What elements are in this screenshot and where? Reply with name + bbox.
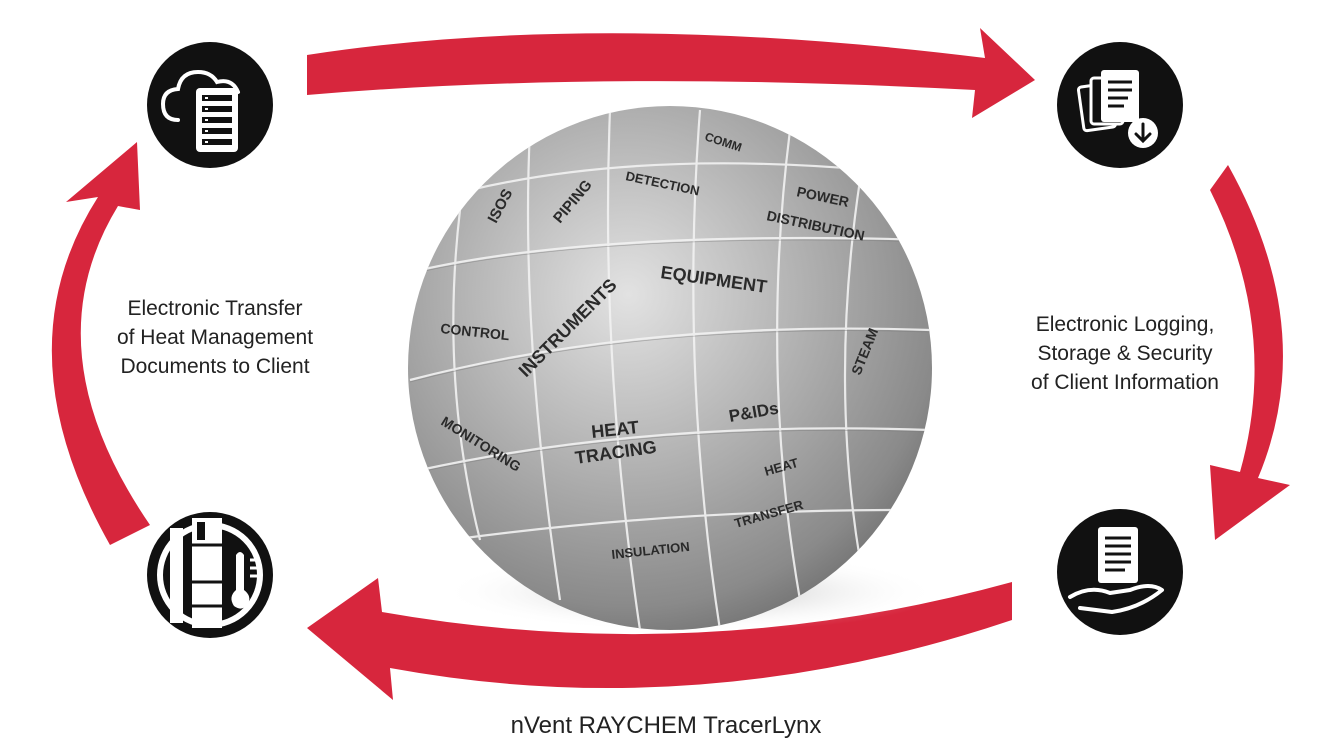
- caption-right-line-1: Electronic Logging,: [1035, 313, 1215, 336]
- arrow-left: [51, 142, 151, 545]
- caption-left-line-1: Electronic Transfer: [127, 297, 303, 320]
- document-download-icon: [1057, 42, 1183, 168]
- piece-control: CONTROL: [440, 320, 511, 343]
- cycle-arrows: [51, 28, 1290, 700]
- document-hand-icon: [1057, 509, 1183, 635]
- cloud-server-icon: [147, 42, 273, 168]
- caption-left-line-3: Documents to Client: [120, 355, 310, 378]
- piece-heat: HEAT: [590, 417, 640, 442]
- footer-title: nVent RAYCHEM TracerLynx: [510, 712, 822, 739]
- caption-left-line-2: of Heat Management: [116, 326, 314, 349]
- arrow-right: [1210, 165, 1290, 540]
- caption-right-line-2: Storage & Security: [1037, 342, 1213, 365]
- caption-right: Electronic Logging, Storage & Security o…: [980, 310, 1270, 397]
- caption-right-line-3: of Client Information: [1031, 371, 1219, 394]
- heat-trace-thermometer-icon: [147, 512, 273, 638]
- caption-left: Electronic Transfer of Heat Management D…: [80, 294, 350, 381]
- arrow-bottom: [307, 578, 1012, 700]
- puzzle-globe: ISOS PIPING DETECTION COMM POWER DISTRIB…: [408, 106, 932, 630]
- arrow-top: [307, 28, 1035, 118]
